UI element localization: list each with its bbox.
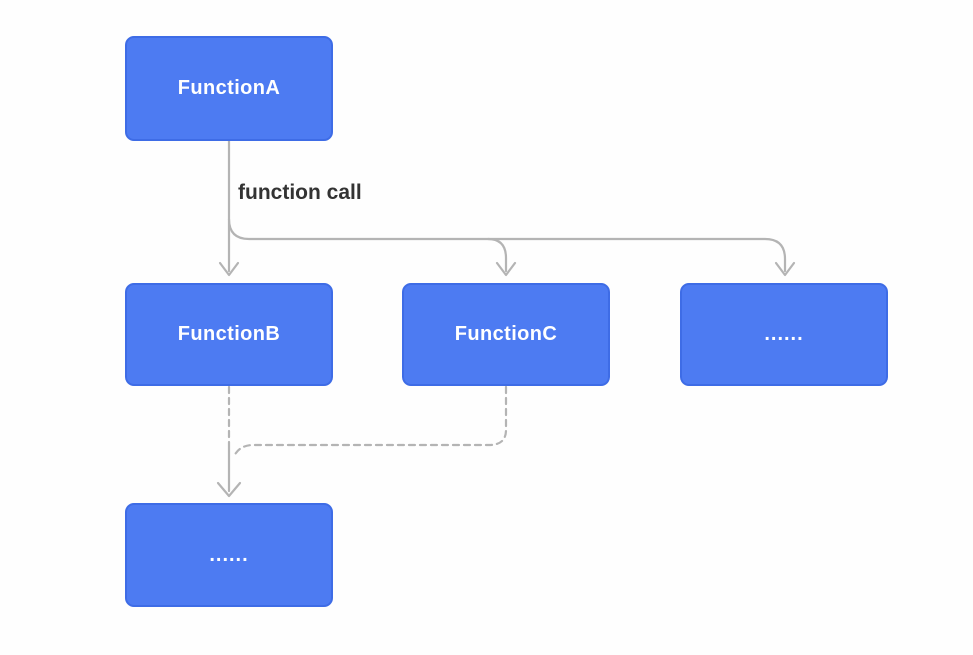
node-function-b: FunctionB	[125, 283, 333, 386]
arrowhead-to-e-icon	[216, 481, 242, 498]
node-more-callees-label: ......	[764, 323, 804, 345]
edge-c-dashed-line	[232, 385, 508, 458]
arrowhead-to-b-icon	[218, 261, 240, 277]
node-function-c: FunctionC	[402, 283, 610, 386]
arrowhead-to-d-icon	[774, 261, 796, 277]
node-more-nested-calls: ......	[125, 503, 333, 607]
node-function-c-label: FunctionC	[454, 323, 558, 345]
arrowhead-to-c-icon	[495, 261, 517, 277]
edge-a-branch-line	[227, 217, 787, 273]
node-more-nested-calls-label: ......	[209, 543, 249, 566]
node-function-a: FunctionA	[125, 36, 333, 141]
node-function-a-label: FunctionA	[177, 77, 281, 99]
edge-a-to-c-line	[486, 237, 508, 273]
node-function-b-label: FunctionB	[177, 323, 281, 345]
node-more-callees: ......	[680, 283, 888, 386]
edge-label-function-call: function call	[238, 181, 362, 204]
